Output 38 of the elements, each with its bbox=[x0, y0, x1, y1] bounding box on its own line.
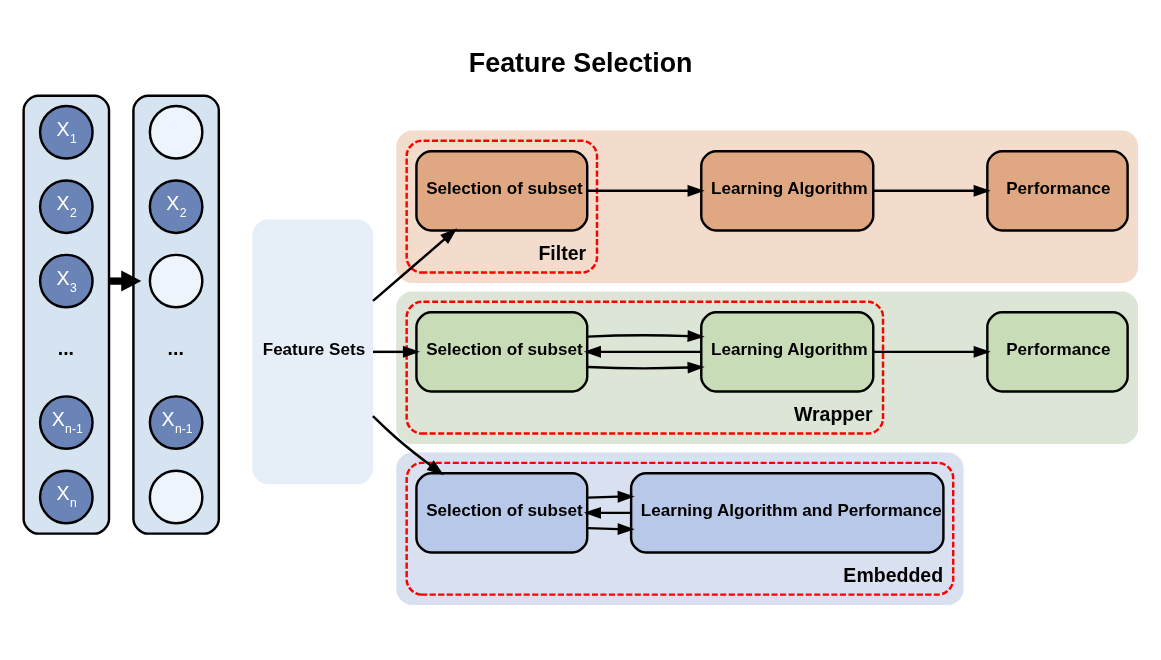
arrow bbox=[587, 361, 705, 374]
arrow bbox=[373, 345, 421, 358]
arrow bbox=[372, 414, 444, 475]
cluster bbox=[396, 290, 1138, 444]
cluster bbox=[22, 93, 111, 535]
node-box: Selection of subset bbox=[415, 149, 589, 232]
node-circle: X$_{2}$ bbox=[38, 178, 94, 234]
arrow bbox=[873, 345, 991, 358]
node-circle: X$_{3}$ bbox=[38, 253, 94, 309]
node-box: Feature Sets bbox=[252, 219, 374, 484]
diagram-title: Feature Selection bbox=[468, 47, 693, 78]
arrow bbox=[587, 490, 635, 503]
node-circle: X$_{n-1}$ bbox=[148, 394, 204, 450]
node-box: Learning Algorithm and Performance bbox=[629, 471, 945, 554]
node-box: Selection of subset bbox=[415, 471, 589, 554]
label: ... bbox=[167, 336, 184, 359]
node-circle: X$_{n-1}$ bbox=[38, 394, 94, 450]
node-box: Performance bbox=[986, 310, 1129, 393]
node-circle bbox=[148, 469, 204, 524]
node-circle: X$_{2}$ bbox=[148, 178, 204, 234]
arrow bbox=[583, 345, 701, 358]
arrow bbox=[873, 184, 991, 197]
node-circle bbox=[148, 253, 204, 309]
arrow bbox=[372, 227, 458, 302]
arrow bbox=[587, 522, 635, 535]
node-box: Learning Algorithm bbox=[700, 310, 875, 393]
node-box: Performance bbox=[986, 149, 1129, 232]
node-circle bbox=[148, 104, 204, 160]
node-circle: X$_{1}$ bbox=[38, 104, 94, 160]
arrow bbox=[587, 184, 705, 197]
node-box: Learning Algorithm bbox=[700, 149, 875, 232]
cluster bbox=[396, 129, 1138, 283]
node-circle: X$_{n}$ bbox=[38, 469, 94, 524]
label: ... bbox=[57, 336, 75, 359]
cluster bbox=[132, 93, 221, 535]
arrow bbox=[583, 506, 632, 519]
node-box: Selection of subset bbox=[415, 310, 589, 393]
arrow bbox=[587, 329, 705, 342]
